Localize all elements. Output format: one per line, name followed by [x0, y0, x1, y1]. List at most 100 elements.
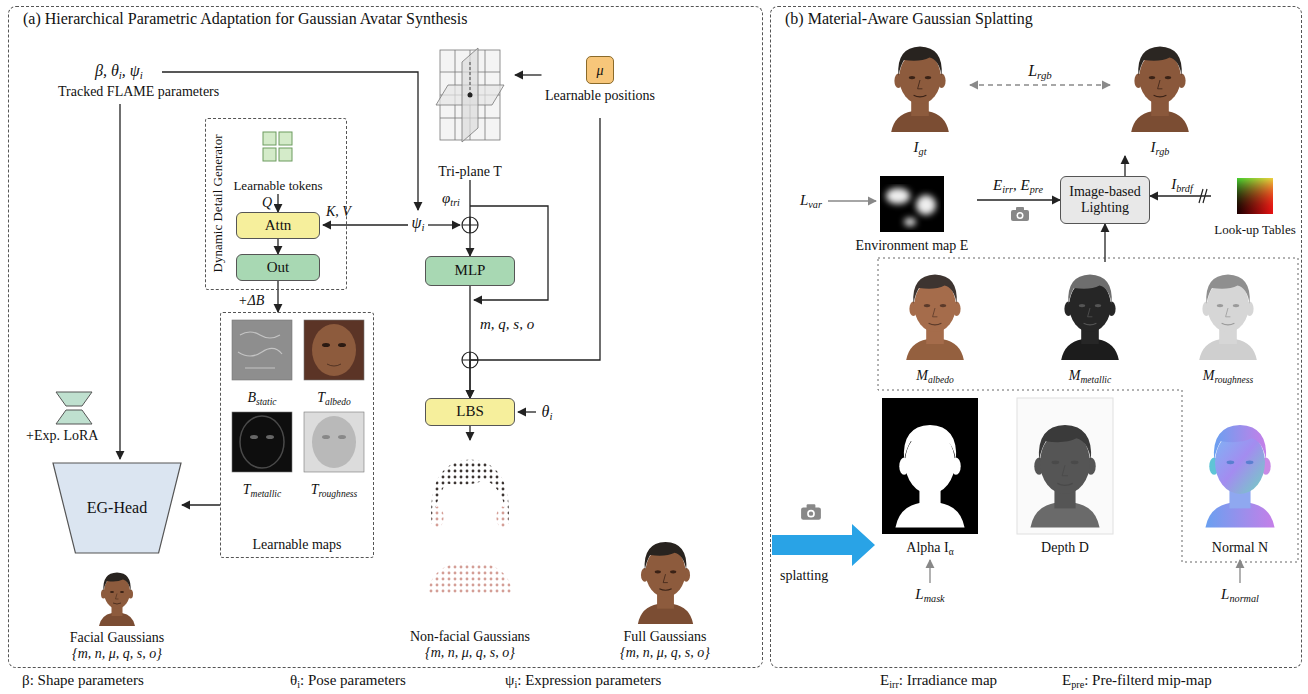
image-thumbnail: Depth D [1010, 396, 1120, 556]
node-text: (b) Material-Aware Gaussian Splatting [785, 10, 1033, 28]
image-thumbnail: Mroughness [1180, 262, 1276, 384]
subscript: metallic [251, 489, 282, 499]
map-thumbnail: Troughness [300, 410, 368, 498]
edge-label: Ibrdf [1169, 176, 1195, 193]
text-part: T [311, 482, 319, 497]
lut-thumbnail: Look-up Tables [1211, 176, 1299, 238]
environment-map [880, 176, 944, 232]
text-part: L [915, 586, 923, 602]
label-text: Tracked FLAME parameters [58, 84, 219, 100]
label-text: ψi [412, 214, 425, 232]
connector-arrow [1150, 195, 1211, 196]
subscript: rgb [1037, 69, 1052, 81]
splatting-arrow [772, 524, 875, 566]
token-icon: Learnable tokens [223, 128, 333, 194]
text-part: M [1069, 368, 1081, 383]
subscript: irr [1002, 184, 1013, 195]
text-part: T [317, 390, 325, 405]
text-part: M [916, 368, 928, 383]
subscript: static [256, 397, 277, 407]
image-thumbnail: Igt [870, 34, 970, 156]
text-part: I [1151, 139, 1156, 155]
node-text: Malbedo [916, 368, 954, 384]
text-part: L [1221, 586, 1229, 602]
connector-arrow [277, 194, 278, 212]
image-thumbnail: Malbedo [887, 262, 983, 384]
node-text: Normal N [1212, 540, 1268, 556]
subscript: i [421, 221, 424, 233]
connector-arrow [277, 281, 278, 312]
subscript: i [119, 69, 122, 81]
text-part: ψ [412, 214, 422, 231]
connector-arrow [970, 84, 1110, 85]
label-text: β, θi, ψi [95, 62, 143, 80]
text-part: β, θ [95, 62, 119, 79]
subscript: brdf [1176, 183, 1193, 194]
connector-arrow [277, 239, 278, 254]
node-text: Mmetallic [1069, 368, 1111, 384]
image-thumbnail: Irgb [1110, 34, 1210, 156]
panel-frame: (a) Hierarchical Parametric Adaptation f… [8, 6, 763, 668]
image-thumbnail: Environment map E [847, 172, 977, 254]
material-region [878, 258, 1298, 562]
group-box: Dynamic Detail GeneratorLearnable tokens… [205, 118, 347, 290]
node-text: MLP [455, 262, 486, 279]
label-text: Lnormal [1221, 586, 1259, 603]
node-text: EG-Head [87, 499, 147, 517]
label-text: Epre: Pre-filterd mip-map [1062, 672, 1212, 689]
node-text: Igt [914, 139, 927, 156]
node-text: LBS [456, 403, 484, 420]
label-text: +Exp. LoRA [26, 428, 98, 444]
edge-label: +ΔB [236, 293, 266, 309]
process-box: Image-based Lighting [1060, 176, 1150, 224]
text-part: , E [1013, 177, 1030, 193]
subscript: var [808, 199, 822, 210]
text-part: I [914, 139, 919, 155]
text-part: : Expression parameters [517, 672, 661, 688]
connector-arrow [469, 180, 470, 256]
node-text: Talbedo [317, 390, 351, 406]
node-text: {m, n, μ, q, s, o} [620, 645, 710, 661]
node-text: Learnable positions [545, 88, 655, 104]
subscript: mask [924, 593, 945, 604]
text-part: M [1203, 368, 1215, 383]
text-part: E [1062, 672, 1071, 688]
edge-label: φtri [440, 190, 462, 207]
node-text: Learnable maps [252, 537, 341, 553]
token-squares [263, 132, 292, 161]
subscript: i [514, 679, 517, 690]
connector-arrow [977, 199, 1060, 200]
text-part: E [993, 177, 1002, 193]
gaussian-node: Full Gaussians{m, n, μ, q, s, o} [600, 528, 730, 661]
text-part: L [1028, 62, 1037, 79]
node-text: Look-up Tables [1214, 223, 1296, 238]
subscript: irr [889, 679, 899, 690]
connector-arrow [469, 426, 470, 440]
subscript: roughness [319, 489, 358, 499]
text-part: : Irradiance map [899, 672, 997, 688]
subscript: pre [1030, 184, 1043, 195]
node-text: Learnable tokens [233, 179, 322, 194]
node-text: Image-based Lighting [1065, 184, 1145, 216]
subscript: albedo [325, 397, 351, 407]
lora-icon [56, 392, 92, 424]
text-part: ψ [505, 672, 514, 688]
image-thumbnail: Normal N [1185, 396, 1295, 556]
text-part: T [243, 482, 251, 497]
connector-arrow [1124, 156, 1125, 176]
map-thumbnail: Talbedo [300, 318, 368, 406]
text-part: E [880, 672, 889, 688]
map-thumbnail: Tmetallic [228, 410, 296, 498]
node-text: Depth D [1041, 540, 1089, 556]
image-thumbnail: Mmetallic [1042, 262, 1138, 384]
subscript: tri [450, 197, 460, 208]
label-text: Eirr: Irradiance map [880, 672, 997, 689]
connector-arrow [1104, 224, 1105, 262]
label-text: Lvar [800, 192, 822, 209]
node-text: Alpha Iα [906, 540, 953, 556]
subscript: rgb [1156, 146, 1170, 157]
connector-arrow [515, 74, 542, 75]
text-part: θ [290, 672, 297, 688]
node-text: Environment map E [856, 238, 969, 254]
